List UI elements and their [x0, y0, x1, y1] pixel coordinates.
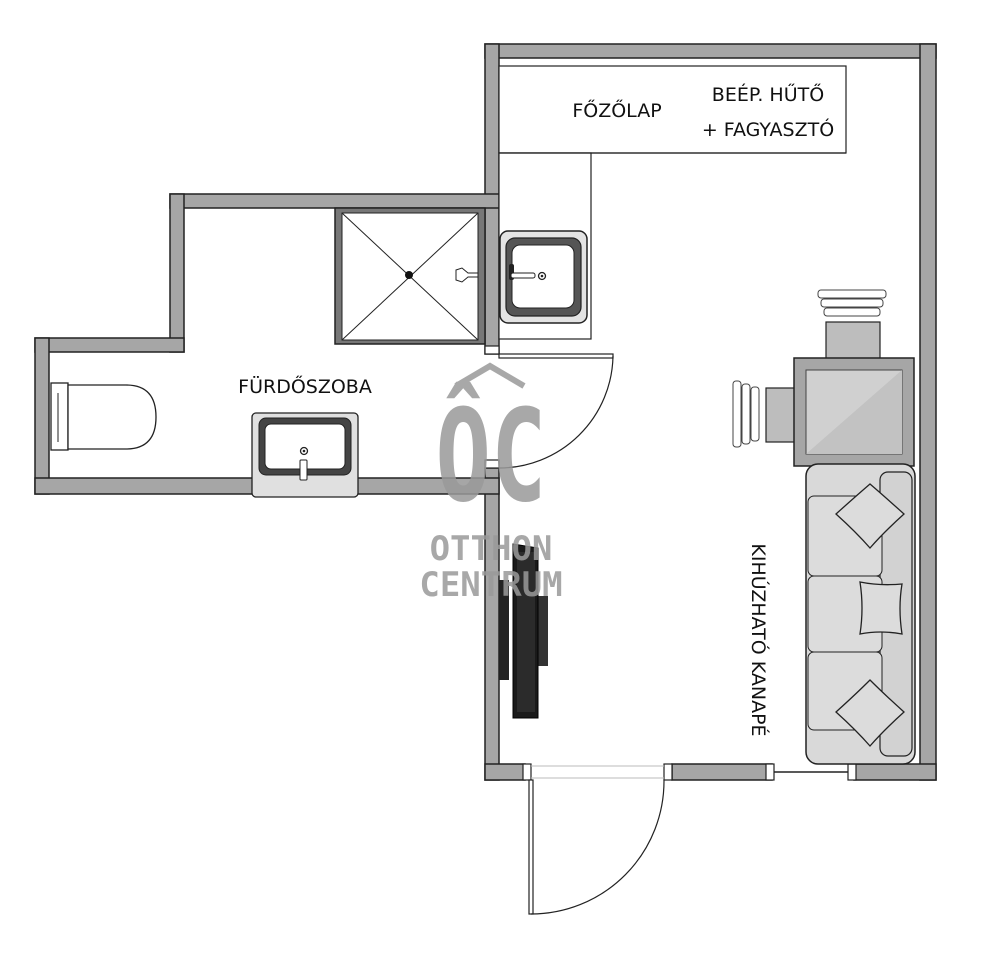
bathroom-label: FÜRDŐSZOBA	[238, 374, 372, 398]
watermark-logo: ÔC OTTHON CENTRUM	[419, 362, 563, 605]
fridge-label-line2: + FAGYASZTÓ	[702, 117, 834, 141]
entrance-door	[528, 779, 665, 915]
wall-bottom-left	[484, 763, 526, 781]
wall-right	[919, 43, 937, 781]
cooktop-label: FŐZŐLAP	[572, 98, 661, 122]
sofa	[805, 463, 916, 765]
kitchen-sink	[499, 230, 588, 324]
sofa-pillow	[835, 483, 905, 549]
watermark-roof-icon	[454, 362, 526, 389]
dining-table	[732, 289, 915, 467]
bath-wall-top-left	[34, 337, 185, 353]
counter-top	[498, 65, 847, 154]
bath-wall-left	[34, 337, 50, 495]
chair-top	[817, 289, 887, 363]
bath-wall-step	[169, 193, 185, 353]
watermark-line1: OTTHON	[430, 529, 553, 569]
shower	[334, 207, 486, 345]
wall-bottom-right	[853, 763, 937, 781]
sofa-pillow	[835, 679, 905, 747]
fridge-label-line1: BEÉP. HŰTŐ	[712, 82, 824, 106]
wall-bottom-mid	[671, 763, 773, 781]
watermark-mark: ÔC	[436, 381, 547, 531]
tv	[499, 543, 548, 719]
watermark-line2: CENTRUM	[419, 565, 562, 605]
bath-wall-top-right	[169, 193, 500, 209]
bathroom-door	[498, 353, 614, 469]
sofa-label: KIHÚZHATÓ KANAPÉ	[747, 543, 771, 736]
toilet	[50, 382, 157, 451]
sofa-pillow	[859, 581, 903, 635]
bathroom-sink	[251, 412, 359, 498]
wall-top	[484, 43, 937, 59]
